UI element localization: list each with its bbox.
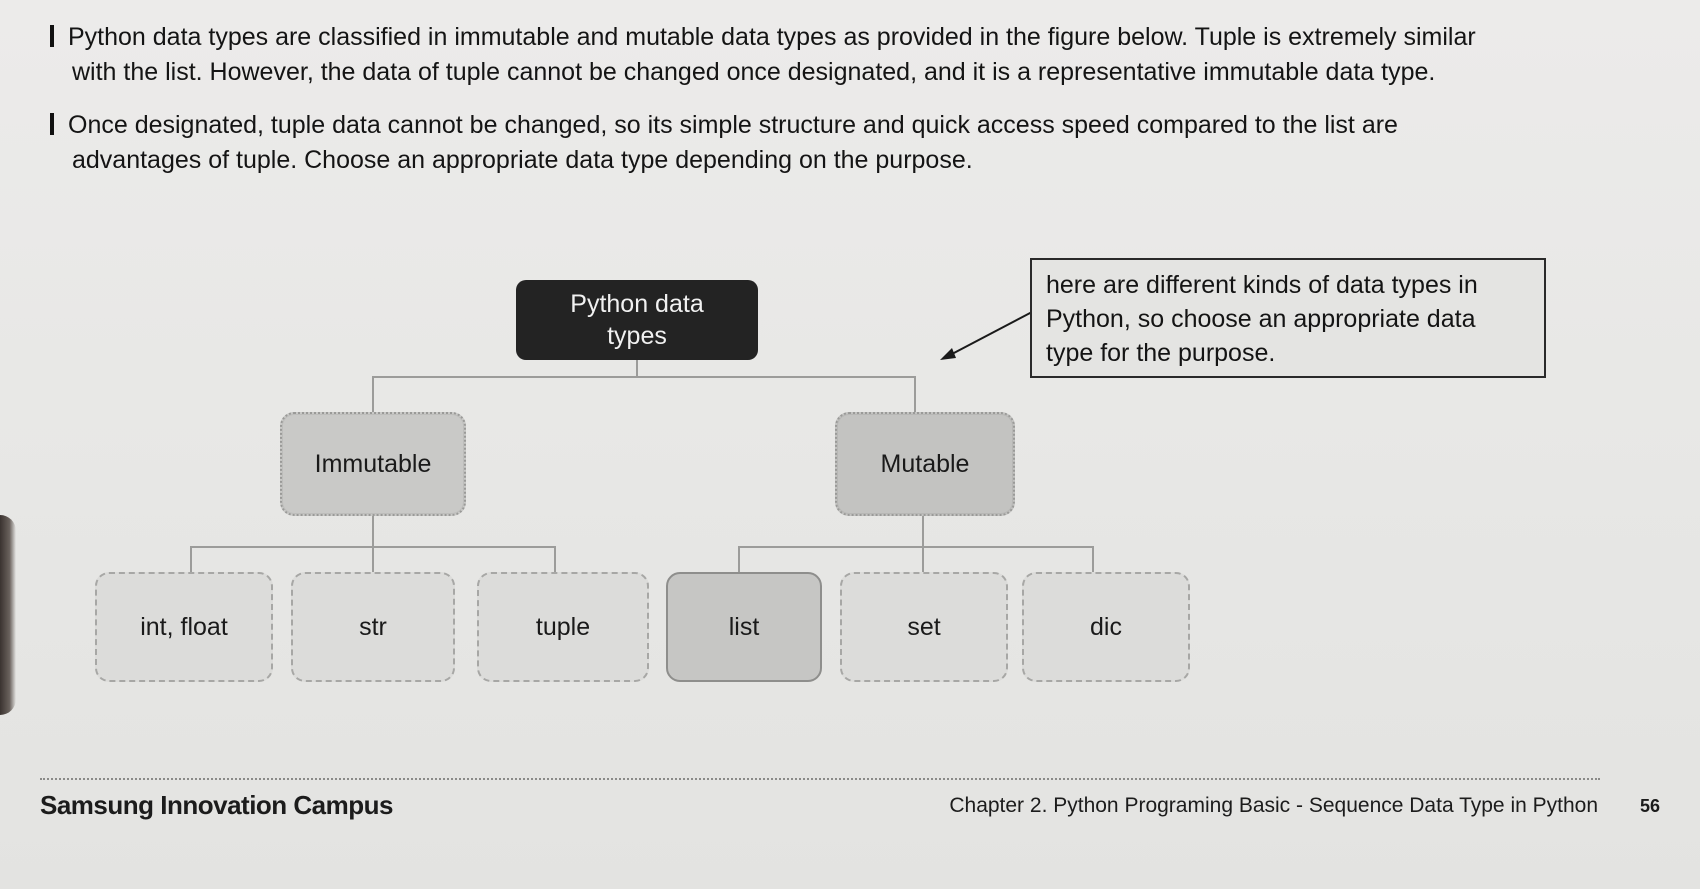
connector-mutable-down xyxy=(922,516,924,546)
connector-leaf-0 xyxy=(190,546,192,572)
category-node-immutable: Immutable xyxy=(280,412,466,516)
book-spine-shadow xyxy=(0,515,16,715)
callout-line-3: type for the purpose. xyxy=(1046,339,1276,367)
root-label-line-2: types xyxy=(607,322,667,350)
bullet-bar-icon xyxy=(50,113,54,135)
leaf-node-set: set xyxy=(840,572,1008,682)
connector-top-horizontal xyxy=(372,376,916,378)
leaf-node-list: list xyxy=(666,572,822,682)
paragraph-1-line-1: Python data types are classified in immu… xyxy=(68,23,1476,51)
page-number: 56 xyxy=(1639,796,1660,816)
bullet-bar-icon xyxy=(50,25,54,47)
connector-to-immutable xyxy=(372,376,374,412)
connector-immutable-down xyxy=(372,516,374,546)
category-node-mutable: Mutable xyxy=(835,412,1015,516)
footer-divider xyxy=(40,778,1600,780)
leaf-node-tuple: tuple xyxy=(477,572,649,682)
connector-leaf-4 xyxy=(922,546,924,572)
leaf-label: dic xyxy=(1090,612,1122,641)
callout-line-2: Python, so choose an appropriate data xyxy=(1046,305,1476,333)
root-node-python-data-types: Python data types xyxy=(516,280,758,360)
connector-leaf-5 xyxy=(1092,546,1094,572)
paragraph-2: Once designated, tuple data cannot be ch… xyxy=(50,108,1570,178)
connector-leaf-2 xyxy=(554,546,556,572)
leaf-label: int, float xyxy=(140,612,228,641)
leaf-label: set xyxy=(907,612,941,641)
connector-mutable-horizontal xyxy=(738,546,1092,548)
connector-leaf-3 xyxy=(738,546,740,572)
leaf-node-str: str xyxy=(291,572,455,682)
footer-chapter: Chapter 2. Python Programing Basic - Seq… xyxy=(949,794,1598,817)
leaf-label: str xyxy=(359,612,387,641)
leaf-label: list xyxy=(728,612,760,641)
paragraph-1: Python data types are classified in immu… xyxy=(50,20,1570,90)
connector-leaf-1 xyxy=(372,546,374,572)
callout-line-1: here are different kinds of data types i… xyxy=(1046,271,1478,299)
footer-brand: Samsung Innovation Campus xyxy=(40,790,394,820)
leaf-node-dic: dic xyxy=(1022,572,1190,682)
paragraph-2-line-1: Once designated, tuple data cannot be ch… xyxy=(68,111,1398,139)
category-label-mutable: Mutable xyxy=(880,449,970,478)
connector-to-mutable xyxy=(914,376,916,412)
connector-root-down xyxy=(636,360,638,376)
root-label-line-1: Python data xyxy=(570,290,704,318)
paragraph-2-line-2: advantages of tuple. Choose an appropria… xyxy=(72,146,973,174)
category-label-immutable: Immutable xyxy=(314,449,432,478)
leaf-node-int-float: int, float xyxy=(95,572,273,682)
leaf-label: tuple xyxy=(535,612,591,641)
paragraph-1-line-2: with the list. However, the data of tupl… xyxy=(72,58,1436,86)
callout-box: here are different kinds of data types i… xyxy=(1030,258,1546,378)
